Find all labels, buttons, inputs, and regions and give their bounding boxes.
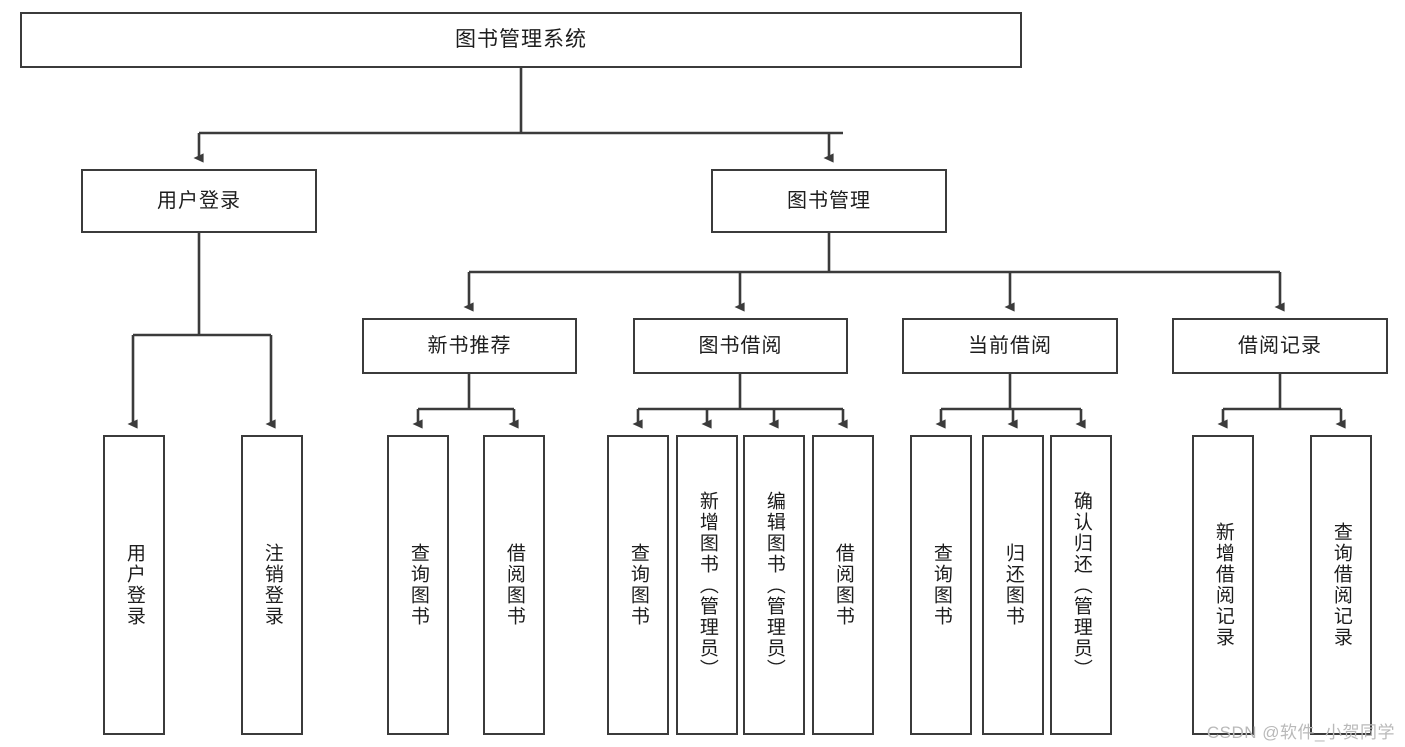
node-book-manage[interactable]: 图书管理 [711,169,947,233]
node-label: 确认归还（管理员） [1070,490,1092,680]
node-label: 编辑图书（管理员） [763,490,785,680]
node-new-book-rec[interactable]: 新书推荐 [362,318,577,374]
node-leaf-user-logout[interactable]: 注销登录 [241,435,303,735]
node-root-system[interactable]: 图书管理系统 [20,12,1022,68]
node-label: 图书管理系统 [455,28,587,52]
node-leaf-query-book-2[interactable]: 查询图书 [607,435,669,735]
node-label: 新书推荐 [427,335,512,357]
node-label: 借阅图书 [832,543,854,627]
node-leaf-query-record[interactable]: 查询借阅记录 [1310,435,1372,735]
node-leaf-add-record[interactable]: 新增借阅记录 [1192,435,1254,735]
node-leaf-borrow-book-1[interactable]: 借阅图书 [483,435,545,735]
node-current-borrow[interactable]: 当前借阅 [902,318,1118,374]
node-leaf-edit-book[interactable]: 编辑图书（管理员） [743,435,805,735]
node-user-login[interactable]: 用户登录 [81,169,317,233]
node-label: 归还图书 [1002,543,1024,627]
node-label: 用户登录 [123,543,145,627]
node-label: 查询图书 [407,543,429,627]
node-leaf-query-book-1[interactable]: 查询图书 [387,435,449,735]
node-book-borrow[interactable]: 图书借阅 [633,318,848,374]
node-leaf-confirm-return[interactable]: 确认归还（管理员） [1050,435,1112,735]
node-label: 查询图书 [930,543,952,627]
node-label: 借阅图书 [503,543,525,627]
node-leaf-user-login[interactable]: 用户登录 [103,435,165,735]
node-label: 查询图书 [627,543,649,627]
node-leaf-borrow-book-2[interactable]: 借阅图书 [812,435,874,735]
node-label: 当前借阅 [968,335,1052,357]
node-label: 新增图书（管理员） [696,490,718,680]
csdn-watermark: CSDN @软件_小贺同学 [1206,723,1395,742]
node-label: 用户登录 [157,190,241,212]
node-leaf-query-book-3[interactable]: 查询图书 [910,435,972,735]
node-label: 借阅记录 [1238,335,1322,357]
node-leaf-return-book[interactable]: 归还图书 [982,435,1044,735]
node-borrow-record[interactable]: 借阅记录 [1172,318,1388,374]
node-leaf-add-book[interactable]: 新增图书（管理员） [676,435,738,735]
node-label: 图书借阅 [698,335,783,357]
node-label: 注销登录 [261,543,283,627]
node-label: 图书管理 [787,190,871,212]
node-label: 查询借阅记录 [1330,522,1352,648]
node-label: 新增借阅记录 [1212,522,1234,648]
